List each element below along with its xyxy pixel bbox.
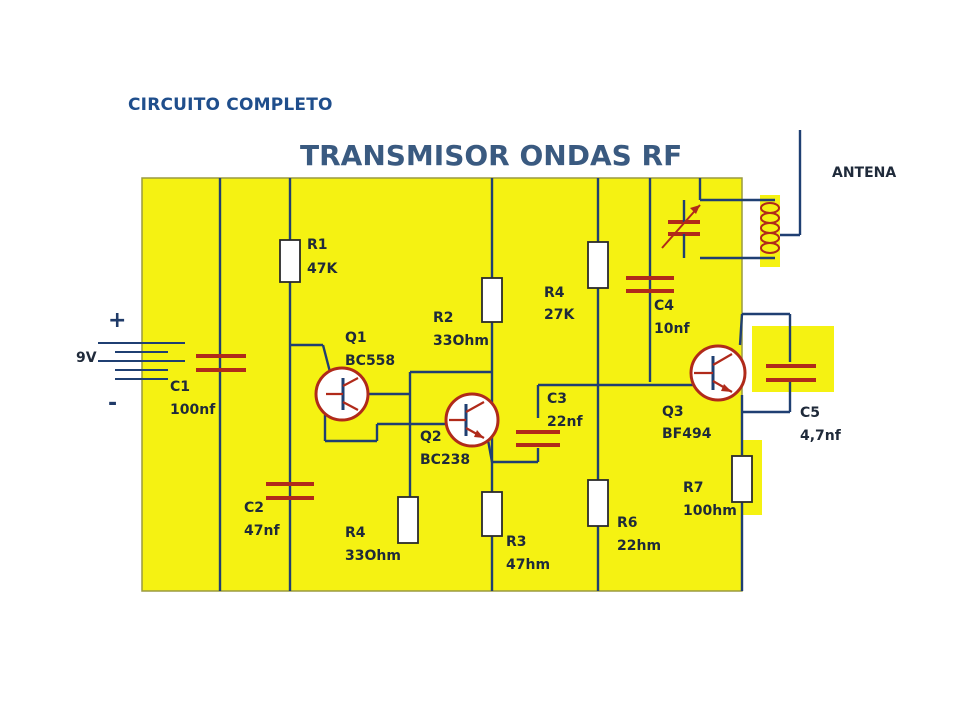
capacitor-c5 (766, 364, 816, 382)
c4-ref: C4 (654, 298, 674, 314)
q3-value: BF494 (662, 426, 712, 442)
c1-value: 100nf (170, 402, 216, 418)
resistor-r7 (731, 455, 753, 503)
resistor-r4a (587, 241, 609, 289)
transistor-q3 (689, 344, 747, 402)
resistor-r3 (481, 491, 503, 537)
c5-ref: C5 (800, 405, 820, 421)
c2-ref: C2 (244, 500, 264, 516)
r4b-value: 33Ohm (345, 548, 401, 564)
q3-ref: Q3 (662, 404, 684, 420)
c4-value: 10nf (654, 321, 690, 337)
variable-capacitor (661, 200, 701, 258)
r7-ref: R7 (683, 480, 704, 496)
resistor-r1 (279, 239, 301, 283)
capacitor-c3 (516, 430, 560, 447)
c5-pad (752, 326, 834, 392)
transistor-q2 (444, 392, 500, 448)
r3-ref: R3 (506, 534, 527, 550)
battery-voltage: 9V (76, 350, 97, 366)
c2-value: 47nf (244, 523, 280, 539)
battery: + - 9V (76, 308, 185, 416)
page-header: CIRCUITO COMPLETO (128, 95, 333, 115)
r6-ref: R6 (617, 515, 638, 531)
r4a-value: 27K (544, 307, 575, 323)
r2-ref: R2 (433, 310, 454, 326)
r1-value: 47K (307, 261, 338, 277)
r3-value: 47hm (506, 557, 550, 573)
battery-plus: + (108, 308, 126, 333)
q2-ref: Q2 (420, 429, 442, 445)
c5-value: 4,7nf (800, 428, 842, 444)
resistor-r2 (481, 277, 503, 323)
antenna-label: ANTENA (832, 165, 896, 181)
q2-value: BC238 (420, 452, 470, 468)
resistor-r6 (587, 479, 609, 527)
capacitor-c1 (196, 354, 246, 372)
battery-minus: - (108, 391, 117, 416)
r7-value: 100hm (683, 503, 737, 519)
resistor-r4b (397, 496, 419, 544)
r4b-ref: R4 (345, 525, 366, 541)
antenna-coil (760, 202, 780, 254)
r6-value: 22hm (617, 538, 661, 554)
r2-value: 33Ohm (433, 333, 489, 349)
diagram-title: TRANSMISOR ONDAS RF (300, 139, 682, 172)
capacitor-c2 (266, 482, 314, 500)
transistor-q1 (314, 366, 370, 422)
r4a-ref: R4 (544, 285, 565, 301)
q1-value: BC558 (345, 353, 395, 369)
c1-ref: C1 (170, 379, 190, 395)
r1-ref: R1 (307, 237, 328, 253)
capacitor-c4 (626, 276, 674, 293)
c3-ref: C3 (547, 391, 567, 407)
c3-value: 22nf (547, 414, 583, 430)
q1-ref: Q1 (345, 330, 367, 346)
